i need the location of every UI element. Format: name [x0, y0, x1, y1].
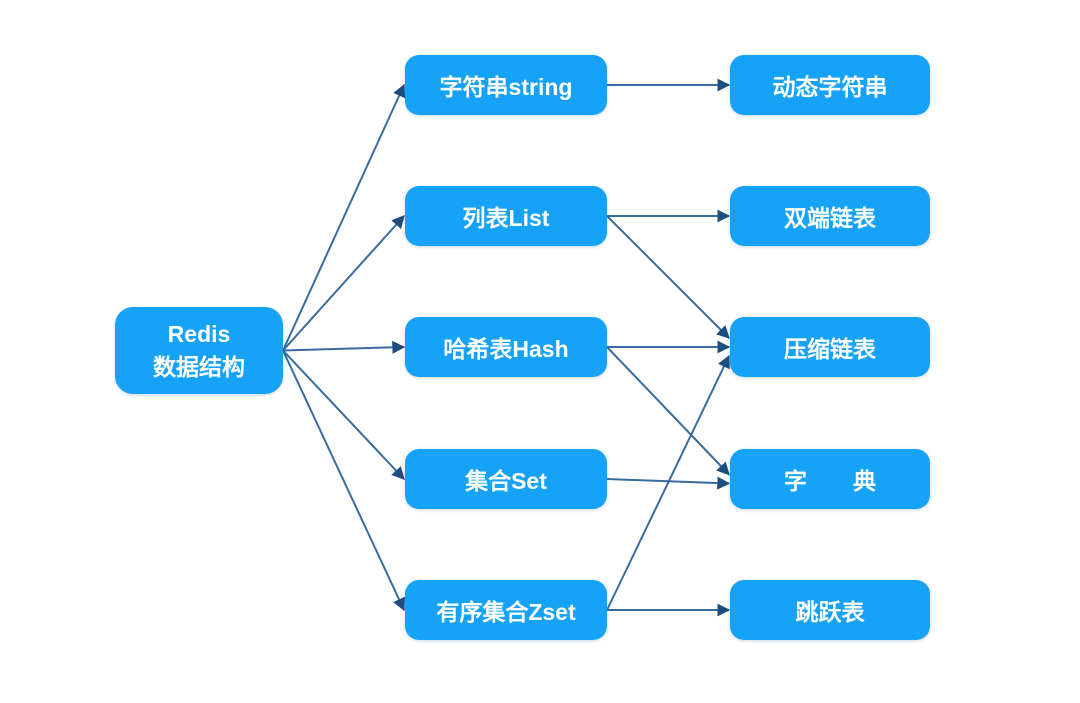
edge-zset-to-ziplist — [606, 354, 730, 611]
node-doubly-linked-list: 双端链表 — [730, 186, 930, 246]
node-ziplist: 压缩链表 — [730, 317, 930, 377]
node-hash: 哈希表Hash — [405, 317, 607, 377]
node-label: 双端链表 — [784, 205, 876, 231]
node-dict: 字 典 — [730, 449, 930, 509]
edge-hash-to-dict — [606, 346, 730, 476]
node-label: 哈希表Hash — [443, 336, 569, 362]
edge-redis-to-set — [282, 349, 405, 480]
node-label: 有序集合Zset — [436, 599, 576, 625]
node-set: 集合Set — [405, 449, 607, 509]
node-label: 集合Set — [465, 468, 547, 494]
node-zset: 有序集合Zset — [405, 580, 607, 640]
edge-redis-to-zset — [282, 350, 405, 612]
node-label: 动态字符串 — [772, 74, 888, 100]
node-list: 列表List — [405, 186, 607, 246]
node-label: 列表List — [462, 205, 550, 231]
edge-redis-to-hash — [282, 340, 406, 354]
node-label: 字符串string — [439, 74, 573, 100]
node-redis-data-structures: Redis 数据结构 — [115, 307, 283, 394]
node-label: 字 典 — [784, 468, 876, 494]
node-dynamic-string: 动态字符串 — [730, 55, 930, 115]
node-label: 跳跃表 — [795, 599, 865, 625]
node-string: 字符串string — [405, 55, 607, 115]
node-label: 压缩链表 — [784, 336, 876, 362]
node-label: Redis 数据结构 — [153, 321, 245, 380]
edge-redis-to-string — [282, 83, 406, 351]
edge-set-to-dict — [606, 476, 731, 490]
node-skiplist: 跳跃表 — [730, 580, 930, 640]
edge-list-to-ziplist — [606, 215, 730, 339]
edge-redis-to-list — [282, 215, 405, 352]
